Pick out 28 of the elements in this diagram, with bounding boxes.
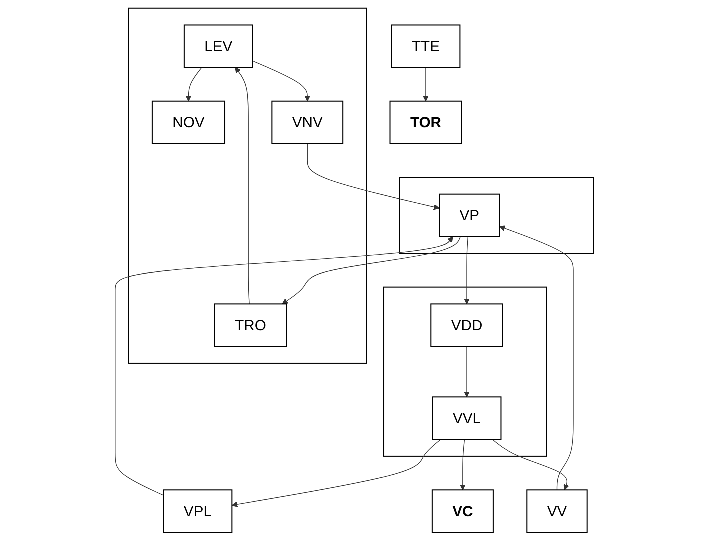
arrow <box>186 67 203 102</box>
cluster <box>400 177 595 254</box>
arrow <box>252 60 312 102</box>
node-box: VDD <box>431 304 504 348</box>
arrow <box>236 67 250 305</box>
arrow <box>500 226 574 490</box>
arrow <box>464 346 470 398</box>
node-box: VNV <box>272 100 344 144</box>
arrow <box>460 439 466 490</box>
arrow <box>423 67 430 102</box>
cluster <box>128 8 368 364</box>
node-box: VV <box>527 490 588 534</box>
node-box: NOV <box>152 100 226 144</box>
arrow <box>116 236 454 496</box>
node-box: VPL <box>164 490 234 534</box>
cluster <box>384 286 548 457</box>
arrow <box>464 236 470 304</box>
node-box: TRO <box>214 304 288 348</box>
arrow <box>232 439 442 508</box>
node-box: TOR <box>390 100 463 144</box>
node-box: VC <box>432 490 494 534</box>
node-box: VP <box>440 194 501 238</box>
node-box: TTE <box>392 24 462 68</box>
node-box: VVL <box>432 396 502 440</box>
node-box: LEV <box>184 24 254 68</box>
arrow <box>492 439 570 490</box>
arrow <box>308 143 440 210</box>
arrow <box>282 236 462 304</box>
